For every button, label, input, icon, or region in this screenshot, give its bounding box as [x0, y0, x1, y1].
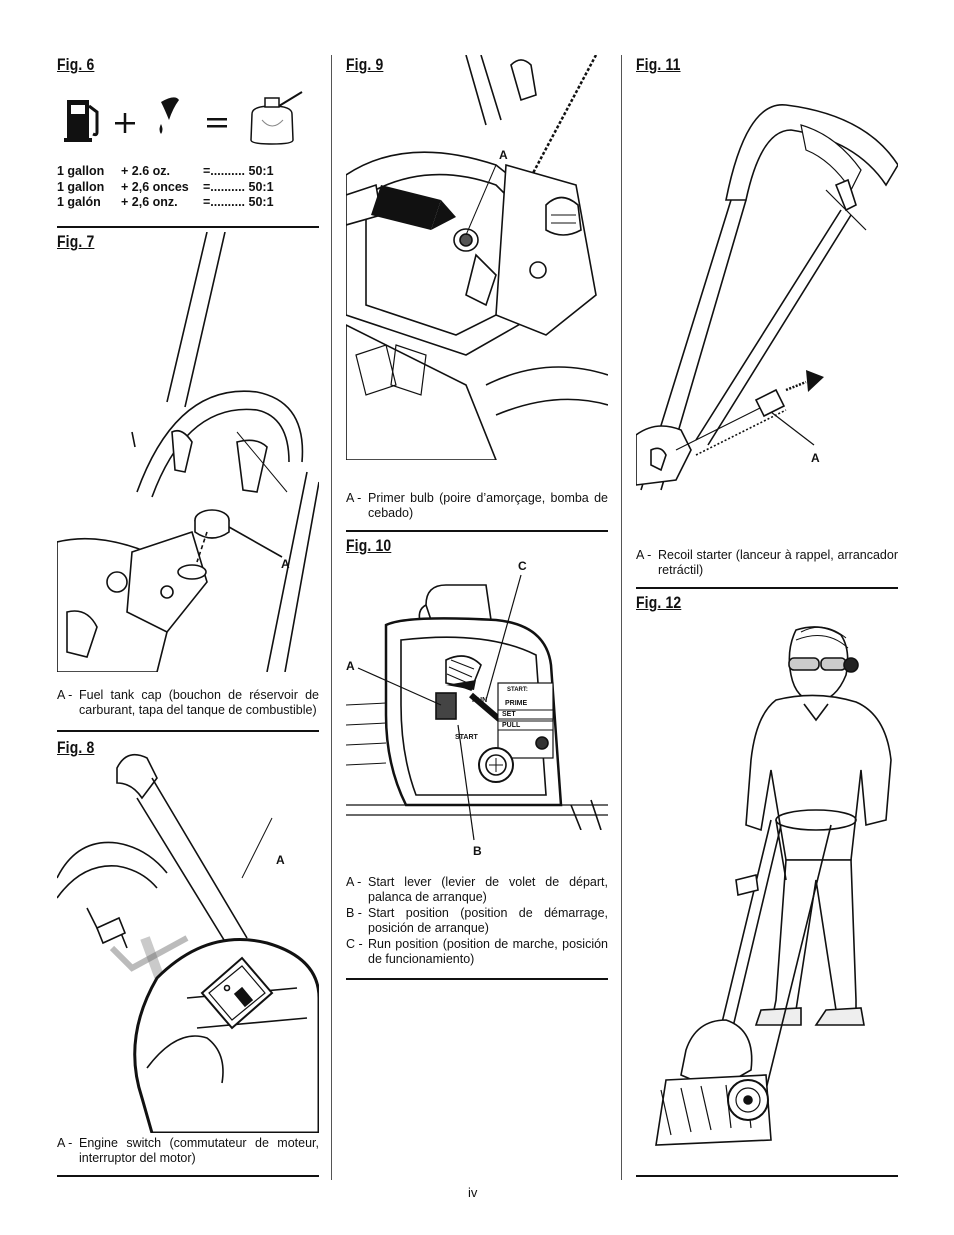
fuel-mix-row: 1 gallon+ 2,6 onces=.......... 50:1 — [57, 179, 274, 194]
fig12-title: Fig. 12 — [636, 593, 682, 612]
section-rule — [636, 587, 898, 589]
caption-item: A -Start lever (levier de volet de dépar… — [346, 875, 608, 904]
fig10-callout-leaders — [346, 565, 608, 850]
section-rule — [346, 978, 608, 980]
oil-drop-icon — [159, 97, 179, 134]
panel-label-set: SET — [502, 711, 516, 718]
fuel-mix-row: 1 galón+ 2,6 onz.=.......... 50:1 — [57, 195, 274, 209]
fig8-caption: A -Engine switch (commutateur de moteur,… — [57, 1136, 319, 1167]
section-rule — [636, 1175, 898, 1177]
panel-label-start-header: START: — [507, 687, 528, 693]
caption-item: B -Start position (position de démarrage… — [346, 906, 608, 935]
plus-icon — [115, 113, 135, 133]
fig10-caption: A -Start lever (levier de volet de dépar… — [346, 875, 608, 968]
fig6-title: Fig. 6 — [57, 55, 95, 74]
fig7-title: Fig. 7 — [57, 232, 95, 251]
section-rule — [57, 226, 319, 228]
fig9-primer-bulb-illustration — [346, 55, 608, 460]
fig10-callout-b: B — [473, 844, 482, 858]
fig11-title: Fig. 11 — [636, 55, 681, 74]
fig10-start-lever-illustration — [346, 565, 608, 830]
panel-label-start: START — [455, 734, 478, 741]
fig8-title: Fig. 8 — [57, 738, 95, 757]
caption-item: A -Primer bulb (poire d’amorçage, bomba … — [346, 491, 608, 520]
fig9-title: Fig. 9 — [346, 55, 384, 74]
caption-item: A -Recoil starter (lanceur à rappel, arr… — [636, 548, 898, 577]
page-number: iv — [468, 1185, 478, 1200]
fig7-fuel-cap-illustration — [57, 232, 319, 672]
fig10-callout-a: A — [346, 659, 355, 673]
fig10-title: Fig. 10 — [346, 536, 392, 555]
fig7-callout-a: A — [281, 557, 290, 571]
fig9-callout-a: A — [499, 148, 508, 162]
fig9-caption: A -Primer bulb (poire d’amorçage, bomba … — [346, 491, 608, 522]
fig7-caption: A -Fuel tank cap (bouchon de réservoir d… — [57, 688, 319, 719]
fig12-operator-illustration — [636, 620, 898, 1165]
gas-pump-icon — [64, 100, 99, 142]
fig11-callout-a: A — [811, 451, 820, 465]
equals-icon — [207, 118, 227, 128]
column-divider-right — [621, 55, 622, 1180]
fig11-caption: A -Recoil starter (lanceur à rappel, arr… — [636, 548, 898, 579]
caption-item: C -Run position (position de marche, pos… — [346, 937, 608, 966]
caption-item: A -Engine switch (commutateur de moteur,… — [57, 1136, 319, 1165]
section-rule — [57, 730, 319, 732]
fig8-callout-a: A — [276, 853, 285, 867]
fig11-recoil-starter-illustration — [636, 90, 898, 540]
section-rule — [346, 530, 608, 532]
panel-label-pull: PULL — [502, 722, 521, 729]
panel-label-prime: PRIME — [505, 700, 528, 707]
fig8-engine-switch-illustration — [57, 738, 319, 1133]
fuel-mix-row: 1 gallon+ 2.6 oz.=.......... 50:1 — [57, 164, 274, 178]
caption-item: A -Fuel tank cap (bouchon de réservoir d… — [57, 688, 319, 717]
fuel-mix-table: 1 gallon+ 2.6 oz.=.......... 50:1 1 gall… — [57, 164, 299, 211]
panel-label-run: RUN — [472, 697, 488, 704]
section-rule — [57, 1175, 319, 1177]
fig6-fuel-mix-illustration — [57, 84, 319, 154]
fuel-can-icon — [250, 91, 303, 145]
fig10-callout-c: C — [518, 559, 527, 573]
column-divider-left — [331, 55, 332, 1180]
